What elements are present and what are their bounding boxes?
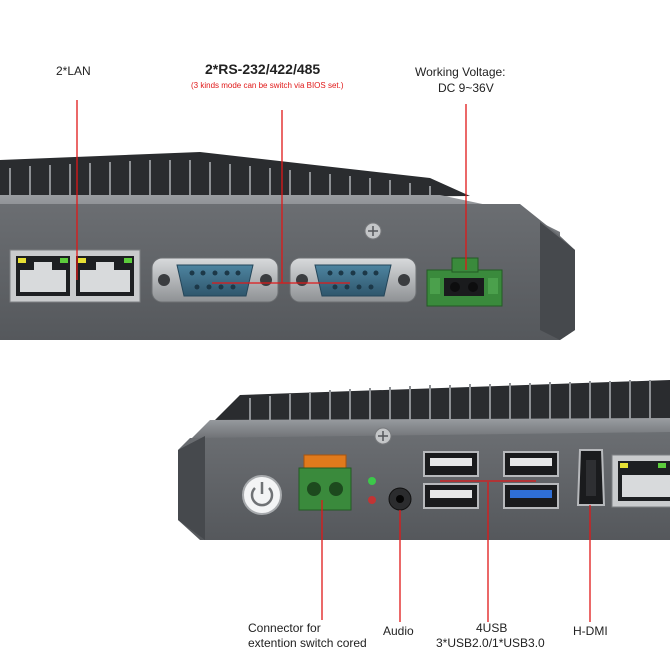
lan-ports-top <box>9 249 141 303</box>
usb-label-line2: 3*USB2.0/1*USB3.0 <box>436 636 545 650</box>
power-icon[interactable] <box>242 475 282 515</box>
screw-icon <box>364 222 382 240</box>
connector-label-line1: Connector for <box>248 621 321 635</box>
voltage-label-line1: Working Voltage: <box>415 65 506 79</box>
serial-title: 2*RS-232/422/485 <box>205 61 321 77</box>
lan-port-bottom <box>611 454 670 508</box>
audio-jack <box>388 487 412 511</box>
hdmi-port <box>576 449 606 506</box>
top-device <box>0 152 575 340</box>
serial-note: (3 kinds mode can be switch via BIOS set… <box>191 81 344 90</box>
serial-port-2 <box>289 257 417 303</box>
screw-icon <box>374 427 392 445</box>
hdmi-label: H-DMI <box>573 624 608 638</box>
connector-label-line2: extention switch cored <box>248 636 367 650</box>
usb-label-line1: 4USB <box>476 621 508 635</box>
lan-label: 2*LAN <box>56 64 91 78</box>
led-indicator <box>368 496 376 504</box>
serial-port-1 <box>151 257 279 303</box>
voltage-label-line2: DC 9~36V <box>438 81 494 95</box>
switch-connector <box>298 454 352 511</box>
usb-ports <box>423 451 559 509</box>
led-indicator <box>368 477 376 485</box>
bottom-device <box>178 380 670 540</box>
annotation-lines <box>76 100 591 622</box>
dc-power-terminal <box>426 257 503 307</box>
audio-label: Audio <box>383 624 414 638</box>
